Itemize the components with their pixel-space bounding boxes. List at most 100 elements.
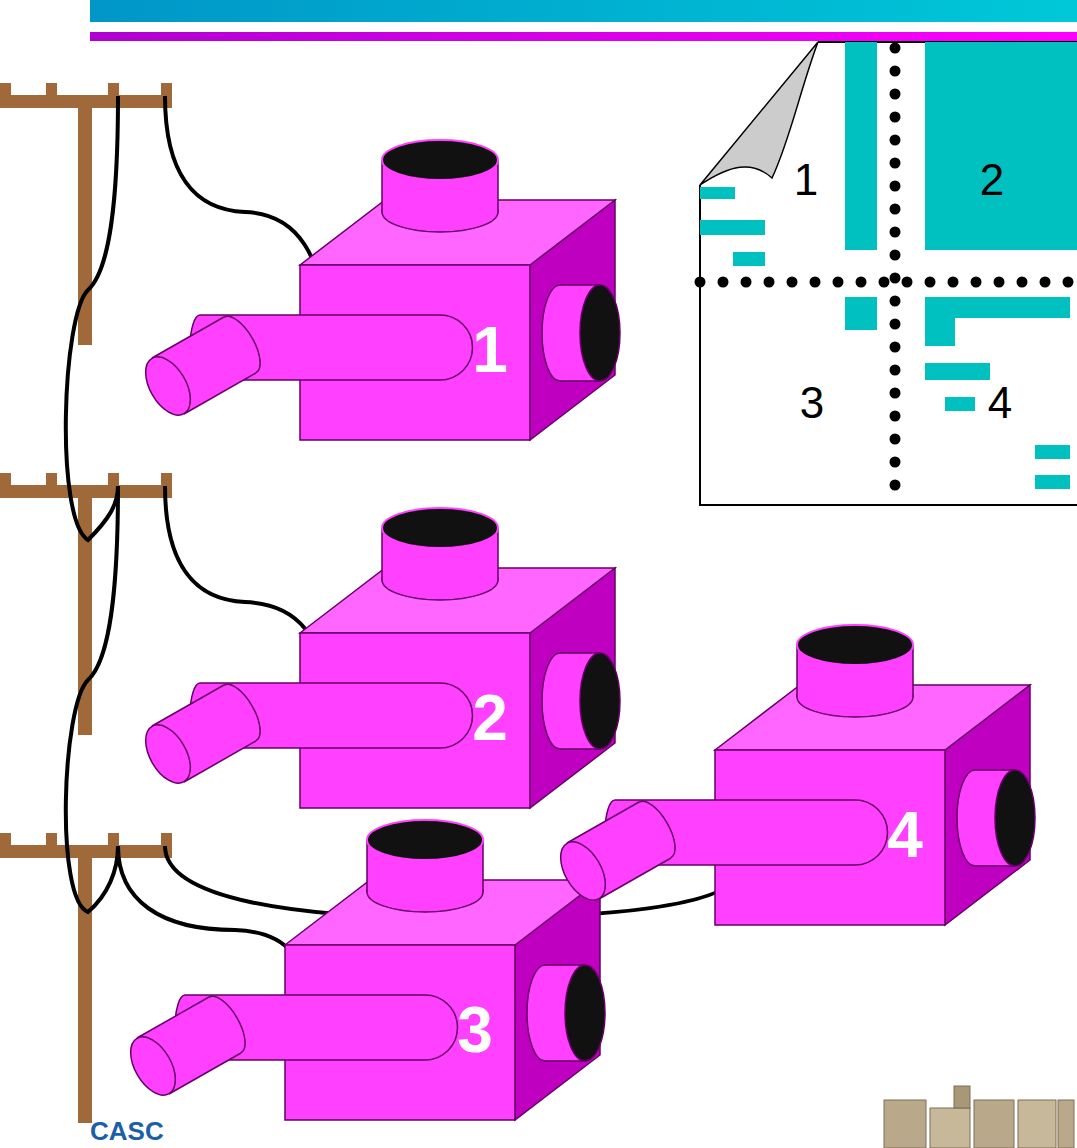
camera-body [551, 834, 614, 907]
camera-body [382, 140, 498, 180]
matrix-sheet [890, 43, 901, 54]
cable-pole [108, 473, 119, 486]
wire [66, 96, 118, 540]
matrix-sheet [856, 277, 867, 288]
matrix-sheet [1035, 475, 1070, 489]
matrix-sheet [1063, 277, 1074, 288]
matrix-sheet [787, 277, 798, 288]
matrix-sheet [890, 411, 901, 422]
matrix-sheet [695, 277, 706, 288]
matrix-sheet [700, 42, 1077, 505]
cable-pole [108, 833, 119, 846]
matrix-sheet [890, 181, 901, 192]
camera-body [136, 140, 620, 440]
matrix-sheet [1035, 445, 1070, 459]
matrix-sheet [890, 457, 901, 468]
callout-number: 4 [887, 803, 923, 867]
matrix-sheet [925, 277, 936, 288]
matrix-sheet [890, 296, 901, 307]
cable-pole [161, 473, 172, 486]
camera-shape [130, 130, 630, 450]
logo-art [1058, 1100, 1074, 1148]
callout-number: 2 [472, 686, 508, 750]
quadrant-number: 4 [988, 381, 1012, 425]
matrix-sheet [890, 89, 901, 100]
logo-art [884, 1100, 926, 1148]
matrix-sheet [718, 277, 729, 288]
matrix-sheet [902, 277, 913, 288]
camera-box: 1 [130, 130, 630, 450]
camera-box: 2 [130, 498, 630, 818]
camera-body [797, 625, 913, 665]
logo-art [954, 1086, 970, 1108]
matrix-sheet [700, 187, 735, 199]
logo-art [1018, 1100, 1056, 1148]
camera-box: 3 [115, 810, 615, 1130]
camera-shape [115, 810, 615, 1130]
matrix-sheet [733, 252, 765, 266]
matrix-sheet [890, 319, 901, 330]
camera-box: 4 [545, 615, 1045, 935]
matrix-sheet [994, 277, 1005, 288]
camera-body [121, 1029, 184, 1102]
cable-pole [108, 83, 119, 96]
matrix-sheet [890, 388, 901, 399]
matrix-sheet [890, 273, 901, 284]
matrix-sheet [695, 42, 1077, 505]
callout-number: 1 [472, 318, 508, 382]
matrix-sheet [890, 204, 901, 215]
header-bars [90, 32, 1077, 41]
wire [66, 96, 740, 1010]
matrix-sheet [948, 277, 959, 288]
cable-pole [0, 83, 172, 1123]
footer-text: CASC [90, 1118, 164, 1144]
matrix-sheet [845, 42, 877, 250]
camera-body [367, 820, 483, 860]
camera-body [995, 770, 1035, 866]
matrix-sheet [890, 250, 901, 261]
camera-body [382, 508, 498, 548]
cable-pole [0, 833, 11, 846]
camera-body [565, 965, 605, 1061]
camera-body [136, 349, 199, 422]
cable-pole [0, 473, 11, 486]
matrix-sheet [890, 342, 901, 353]
camera-body [551, 625, 1035, 925]
header-bars [90, 0, 1077, 22]
matrix-sheet [925, 42, 1077, 250]
camera-body [121, 820, 605, 1120]
matrix-sheet [879, 277, 890, 288]
cable-pole [46, 833, 57, 846]
matrix-sheet [700, 220, 765, 235]
matrix-sheet [890, 227, 901, 238]
matrix-sheet [890, 365, 901, 376]
matrix-sheet [925, 297, 1070, 318]
matrix-sheet [890, 135, 901, 146]
matrix-sheet [700, 42, 1077, 489]
callout-number: 3 [457, 998, 493, 1062]
cable-pole [46, 83, 57, 96]
logo-art [930, 1108, 970, 1148]
cable-pole [78, 845, 92, 1123]
matrix-sheet [890, 112, 901, 123]
matrix-sheet [810, 277, 821, 288]
cable-pole [0, 83, 11, 96]
cable-pole [46, 473, 57, 486]
cable-pole [161, 833, 172, 846]
cable-pole [161, 83, 172, 96]
quadrant-number: 1 [794, 158, 818, 202]
matrix-sheet [890, 158, 901, 169]
matrix-sheet [741, 277, 752, 288]
wire [66, 486, 118, 912]
matrix-sheet [971, 277, 982, 288]
matrix-sheet [890, 434, 901, 445]
camera-body [580, 285, 620, 381]
matrix-sheet [925, 318, 955, 346]
quadrant-number: 3 [800, 381, 824, 425]
logo-art [974, 1100, 1014, 1148]
quadrant-number: 2 [980, 158, 1004, 202]
matrix-sheet [890, 66, 901, 77]
camera-body [136, 508, 620, 808]
matrix-sheet [890, 480, 901, 491]
matrix-sheet [945, 397, 975, 411]
